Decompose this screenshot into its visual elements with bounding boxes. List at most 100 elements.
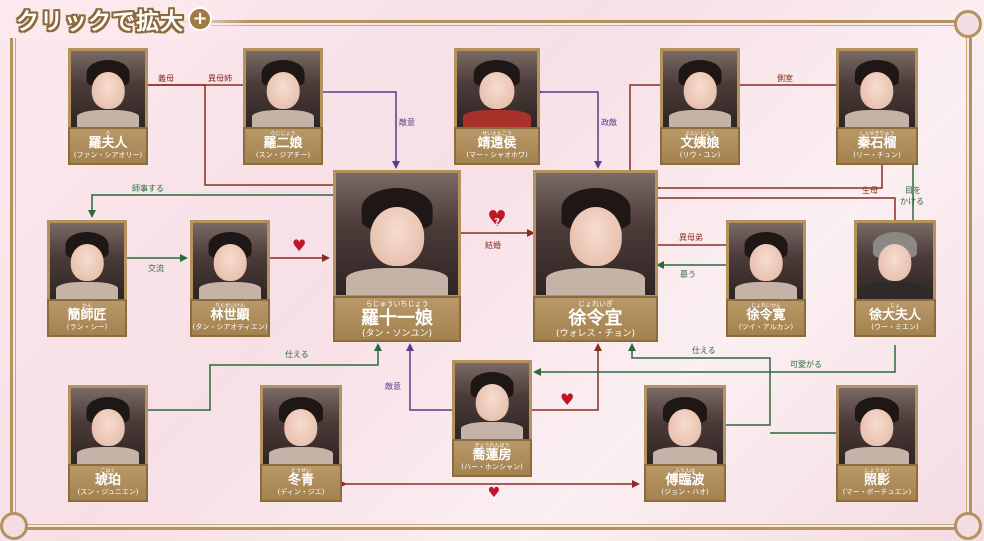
- card-tousei[interactable]: とうせい 冬青 (ディン・ジエ): [260, 385, 342, 502]
- line-jo-reigi-shinsekiryu: [658, 157, 883, 189]
- name-ruby: ふりんは: [674, 468, 695, 474]
- card-kyourenbou[interactable]: きょうれんぼう 喬蓮房 (ハー・ホンシャン): [452, 360, 532, 477]
- rel-label-kakeru: かける: [900, 197, 924, 206]
- name-ruby: りんせいけん: [214, 303, 245, 309]
- portrait-photo: [836, 385, 918, 467]
- rel-label-tsukaeru-right: 仕える: [692, 346, 716, 355]
- character-name: 徐令寛: [746, 308, 786, 323]
- character-name: 冬青: [287, 473, 314, 488]
- zoom-link[interactable]: クリックで拡大 +: [0, 0, 250, 38]
- name-plate: らじじょう 羅二娘 (スン・ジアチー): [243, 127, 323, 165]
- page-title: クリックで拡大: [16, 9, 184, 35]
- portrait-photo: [68, 385, 148, 467]
- card-ra-jijou[interactable]: らじじょう 羅二娘 (スン・ジアチー): [243, 48, 323, 165]
- frame-corner-ornament: [954, 10, 982, 38]
- actor-name: (タン・シアオティエン): [192, 323, 268, 332]
- name-plate: しょうえい 照影 (マー・ボーチュエン): [836, 464, 918, 502]
- rel-label-iboshi: 異母姉: [208, 74, 232, 83]
- question-mark: ?: [491, 496, 497, 504]
- card-jo-taifujin[interactable]: じょ 徐大夫人 (ウー・ミエン): [854, 220, 936, 337]
- line-kyourenbou-tekii: [406, 343, 458, 411]
- name-plate: しんせきりゅう 秦石榴 (リー・チュン): [836, 127, 918, 165]
- name-plate: りんせいけん 林世顕 (タン・シアオティエン): [190, 299, 270, 337]
- name-plate: じょれいぎ 徐令宜 (ウォレス・チョン): [533, 296, 658, 342]
- character-name: 羅十一娘: [361, 308, 433, 329]
- name-plate: かん 簡師匠 (ラン・シー): [47, 299, 127, 337]
- rel-label-iboutei: 異母弟: [679, 233, 703, 242]
- name-ruby: ぶんいじょう: [684, 131, 715, 137]
- card-rinseiken[interactable]: りんせいけん 林世顕 (タン・シアオティエン): [190, 220, 270, 337]
- rel-label-tekii-kyourenbou: 敵意: [385, 382, 401, 391]
- rel-label-sokushitsu: 側室: [777, 74, 793, 83]
- card-ra-juichi[interactable]: らじゅういちじょう 羅十一娘 (タン・ソンユン): [333, 170, 461, 342]
- portrait-photo: [644, 385, 726, 467]
- actor-name: (ファン・シアオリー): [73, 151, 143, 160]
- name-plate: こはく 琥珀 (スン・ジュニエン): [68, 464, 148, 502]
- plus-magnifier-icon: +: [188, 7, 212, 31]
- card-shinsekiryu[interactable]: しんせきりゅう 秦石榴 (リー・チュン): [836, 48, 918, 165]
- actor-name: (マー・シャオホワ): [466, 151, 528, 160]
- card-shouei[interactable]: しょうえい 照影 (マー・ボーチュエン): [836, 385, 918, 502]
- rel-label-gibo: 義母: [158, 74, 174, 83]
- card-jo-reigi[interactable]: じょれいぎ 徐令宜 (ウォレス・チョン): [533, 170, 658, 342]
- name-ruby: きょうれんぼう: [474, 443, 510, 449]
- name-ruby: こはく: [100, 468, 116, 474]
- character-name: 喬蓮房: [472, 448, 512, 463]
- rel-label-shitau: 慕う: [680, 270, 696, 279]
- name-ruby: しんせきりゅう: [859, 131, 895, 137]
- portrait-photo: [333, 170, 461, 298]
- rel-label-kekkon: 結婚: [485, 241, 501, 250]
- actor-name: (ディン・ジエ): [277, 488, 325, 497]
- line-jo-reigi-jo-reikan: [658, 197, 896, 222]
- rel-label-tekii: 敵意: [399, 118, 415, 127]
- question-mark: ?: [494, 217, 500, 228]
- portrait-photo: [726, 220, 806, 302]
- name-plate: とうせい 冬青 (ディン・ジエ): [260, 464, 342, 502]
- character-name: 靖遠侯: [477, 136, 517, 151]
- portrait-photo: [452, 360, 532, 442]
- character-name: 羅二娘: [263, 136, 303, 151]
- card-seien-kou[interactable]: せいえんこう 靖遠侯 (マー・シャオホワ): [454, 48, 540, 165]
- character-name: 文姨娘: [680, 136, 720, 151]
- card-jo-reikan[interactable]: じょれいかん 徐令寛 (ツイ・アルカン): [726, 220, 806, 337]
- character-name: 秦石榴: [857, 136, 897, 151]
- actor-name: (タン・ソンユン): [361, 328, 433, 339]
- actor-name: (リウ・ユン): [679, 151, 721, 160]
- card-ra-fujin[interactable]: ら 羅夫人 (ファン・シアオリー): [68, 48, 148, 165]
- name-plate: らじゅういちじょう 羅十一娘 (タン・ソンユン): [333, 296, 461, 342]
- portrait-photo: [660, 48, 740, 130]
- line-seiteki: [535, 88, 602, 169]
- portrait-photo: [190, 220, 270, 302]
- line-ra-jijou-tekii: [320, 91, 400, 169]
- actor-name: (スン・ジュニエン): [77, 488, 139, 497]
- name-ruby: ら: [105, 131, 111, 137]
- name-plate: ぶんいじょう 文姨娘 (リウ・ユン): [660, 127, 740, 165]
- actor-name: (ツイ・アルカン): [738, 323, 794, 332]
- name-ruby: じょ: [889, 303, 900, 309]
- character-name: 簡師匠: [67, 308, 107, 323]
- portrait-photo: [533, 170, 658, 298]
- card-furinha[interactable]: ふりんは 傅臨波 (ジョン・ハオ): [644, 385, 726, 502]
- card-kanshishou[interactable]: かん 簡師匠 (ラン・シー): [47, 220, 127, 337]
- portrait-photo: [243, 48, 323, 130]
- portrait-photo: [260, 385, 342, 467]
- rel-label-me-wo: 目を: [905, 186, 921, 195]
- card-kohaku[interactable]: こはく 琥珀 (スン・ジュニエン): [68, 385, 148, 502]
- rel-label-tsukaeru-left: 仕える: [285, 350, 309, 359]
- line-kyourenbou-jo-reigi: [532, 343, 602, 411]
- portrait-photo: [68, 48, 148, 130]
- name-plate: ふりんは 傅臨波 (ジョン・ハオ): [644, 464, 726, 502]
- character-name: 傅臨波: [665, 473, 705, 488]
- character-name: 琥珀: [94, 473, 121, 488]
- rel-label-shiji: 師事する: [132, 184, 164, 193]
- actor-name: (ジョン・ハオ): [661, 488, 709, 497]
- name-ruby: らじじょう: [270, 131, 296, 137]
- rel-label-seiteki: 政敵: [601, 118, 617, 127]
- question-heart-icon: ♥?: [487, 485, 501, 504]
- name-ruby: かん: [81, 303, 92, 309]
- name-plate: ら 羅夫人 (ファン・シアオリー): [68, 127, 148, 165]
- card-bunijou[interactable]: ぶんいじょう 文姨娘 (リウ・ユン): [660, 48, 740, 165]
- character-name: 羅夫人: [88, 136, 128, 151]
- portrait-photo: [454, 48, 540, 130]
